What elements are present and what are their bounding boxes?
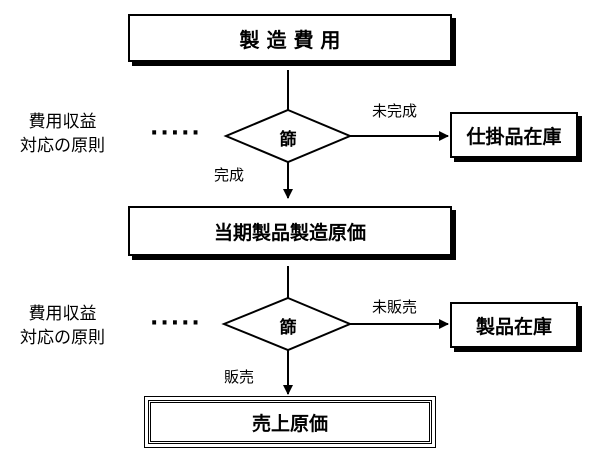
- ellipsis-1: ·····: [150, 121, 202, 146]
- edge-label-unsold: 未販売: [372, 298, 418, 316]
- principle-label-1-line1: 費用収益: [28, 112, 97, 132]
- wip-inventory-label: 仕掛品在庫: [466, 125, 562, 148]
- principle-label-2-line1: 費用収益: [28, 304, 97, 324]
- cost-of-goods-sold-box: 売上原価: [144, 396, 436, 448]
- cost-of-goods-manufactured-box: 当期製品製造原価: [128, 206, 452, 256]
- principle-label-1-line2: 対応の原則: [20, 136, 105, 156]
- product-inventory-box: 製品在庫: [450, 302, 578, 348]
- edge-label-sold: 販売: [224, 368, 255, 386]
- ellipsis-2: ·····: [150, 311, 202, 336]
- edge-label-incomplete: 未完成: [372, 102, 418, 120]
- cost-of-goods-sold-label: 売上原価: [251, 412, 328, 435]
- sieve2-label: 篩: [279, 318, 297, 338]
- wip-inventory-box: 仕掛品在庫: [450, 112, 578, 158]
- principle-label-2-line2: 対応の原則: [20, 328, 105, 348]
- cost-of-goods-manufactured-label: 当期製品製造原価: [213, 221, 366, 244]
- edge-label-complete: 完成: [214, 166, 245, 184]
- principle-label-1: 費用収益 対応の原則: [20, 110, 105, 158]
- manufacturing-cost-box: 製 造 費 用: [128, 14, 452, 62]
- sieve1-label: 篩: [279, 130, 297, 150]
- principle-label-2: 費用収益 対応の原則: [20, 302, 105, 350]
- product-inventory-label: 製品在庫: [475, 315, 552, 338]
- manufacturing-cost-label: 製 造 費 用: [239, 27, 341, 52]
